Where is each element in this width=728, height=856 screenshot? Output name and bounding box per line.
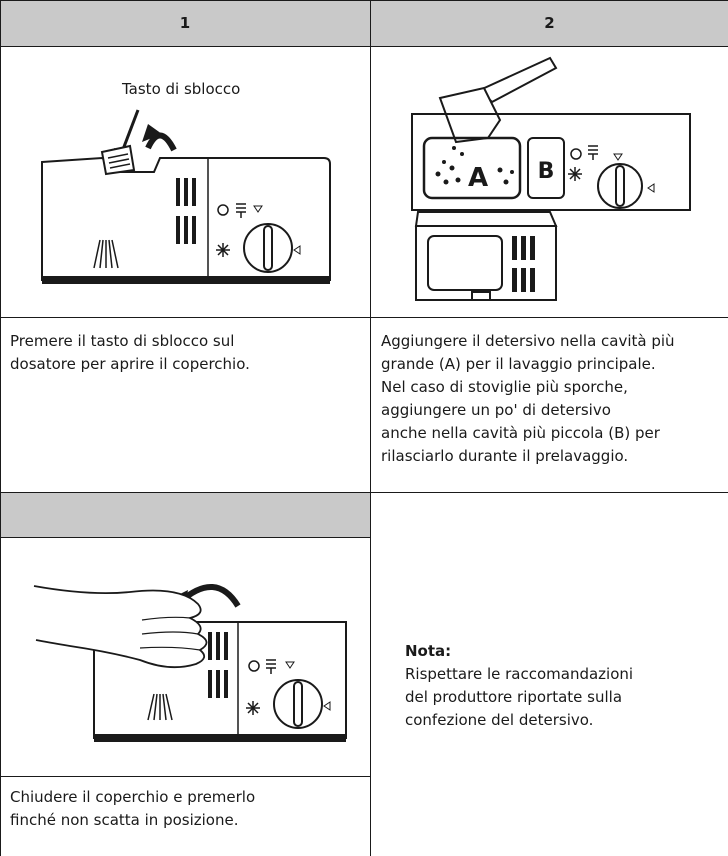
detergent-filling-illustration: A B: [411, 56, 691, 301]
table-row-line: [0, 317, 728, 318]
table-border-top: [0, 0, 728, 1]
table-border-left: [0, 0, 1, 856]
step1-header: 1: [0, 0, 370, 46]
step3-description: Chiudere il coperchio e premerlo finché …: [10, 788, 256, 829]
step2-header: 2: [371, 0, 728, 46]
table-row-line: [0, 46, 728, 47]
step3-header: [0, 493, 370, 537]
table-row-line: [0, 537, 370, 538]
step2-description: Aggiungere il detersivo nella cavità più…: [381, 332, 675, 465]
table-row-line: [0, 492, 728, 493]
table-divider-vertical: [370, 0, 371, 856]
closing-lid-illustration: [33, 583, 347, 742]
step2-number: 2: [544, 14, 555, 32]
compartment-a-label: A: [468, 163, 488, 193]
note-text: Rispettare le raccomandazioni del produt…: [405, 665, 634, 729]
note-title: Nota:: [405, 642, 452, 660]
note-box: Nota: Rispettare le raccomandazioni del …: [405, 640, 715, 732]
release-button-label: Tasto di sblocco: [122, 80, 241, 98]
step1-number: 1: [179, 14, 191, 32]
step1-description: Premere il tasto di sblocco sul dosatore…: [10, 332, 250, 373]
dispenser-open-illustration: [41, 109, 331, 284]
compartment-b-label: B: [538, 159, 555, 184]
table-row-line: [0, 776, 370, 777]
